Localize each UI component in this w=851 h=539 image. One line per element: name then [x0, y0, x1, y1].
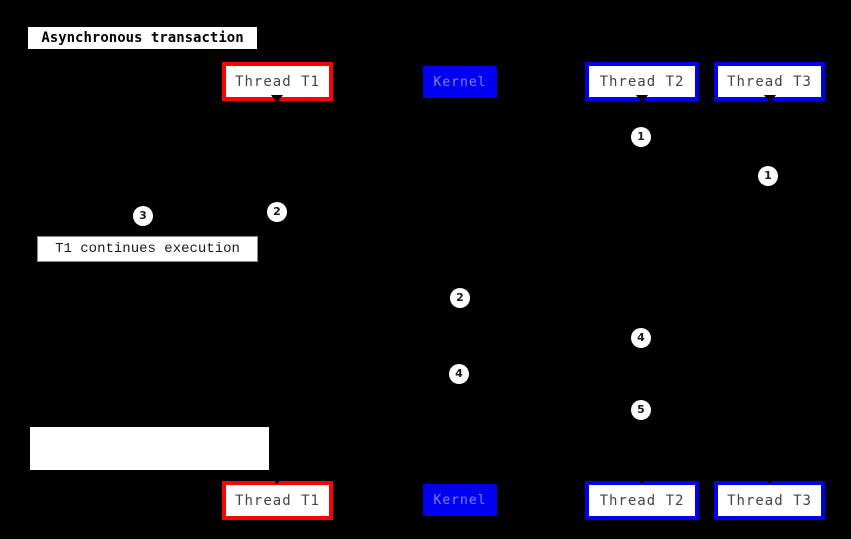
- note-t1-continues-execution: T1 continues execution: [37, 236, 258, 262]
- participant-thread-t3-bottom: Thread T3: [714, 481, 825, 520]
- participant-label: Thread T1: [235, 492, 320, 509]
- participant-label: Thread T3: [727, 492, 812, 509]
- arrowhead-icon: [636, 476, 648, 484]
- arrowhead-icon: [764, 95, 776, 103]
- step-badge: 2: [267, 202, 287, 222]
- step-badge: 1: [631, 127, 651, 147]
- step-badge: 1: [758, 166, 778, 186]
- participant-label: Thread T1: [235, 73, 320, 90]
- step-badge: 4: [631, 328, 651, 348]
- participant-label: Kernel: [433, 74, 487, 90]
- arrowhead-icon: [636, 95, 648, 103]
- participant-kernel-top: Kernel: [423, 66, 497, 98]
- participant-label: Thread T2: [599, 73, 685, 90]
- note-empty-box: [30, 427, 269, 470]
- diagram-title: Asynchronous transaction: [28, 27, 257, 49]
- participant-kernel-bottom: Kernel: [423, 484, 497, 516]
- participant-thread-t3-top: Thread T3: [714, 62, 825, 101]
- arrowhead-icon: [271, 476, 283, 484]
- participant-label: Thread T2: [599, 492, 685, 509]
- participant-label: Thread T3: [727, 73, 812, 90]
- step-badge: 4: [449, 364, 469, 384]
- participant-thread-t1-bottom: Thread T1: [222, 481, 333, 520]
- participant-thread-t2-bottom: Thread T2: [585, 481, 699, 520]
- arrowhead-icon: [271, 95, 283, 103]
- step-badge: 5: [631, 400, 651, 420]
- step-badge: 2: [450, 288, 470, 308]
- step-badge: 3: [133, 206, 153, 226]
- participant-label: Kernel: [433, 492, 487, 508]
- arrowhead-icon: [764, 476, 776, 484]
